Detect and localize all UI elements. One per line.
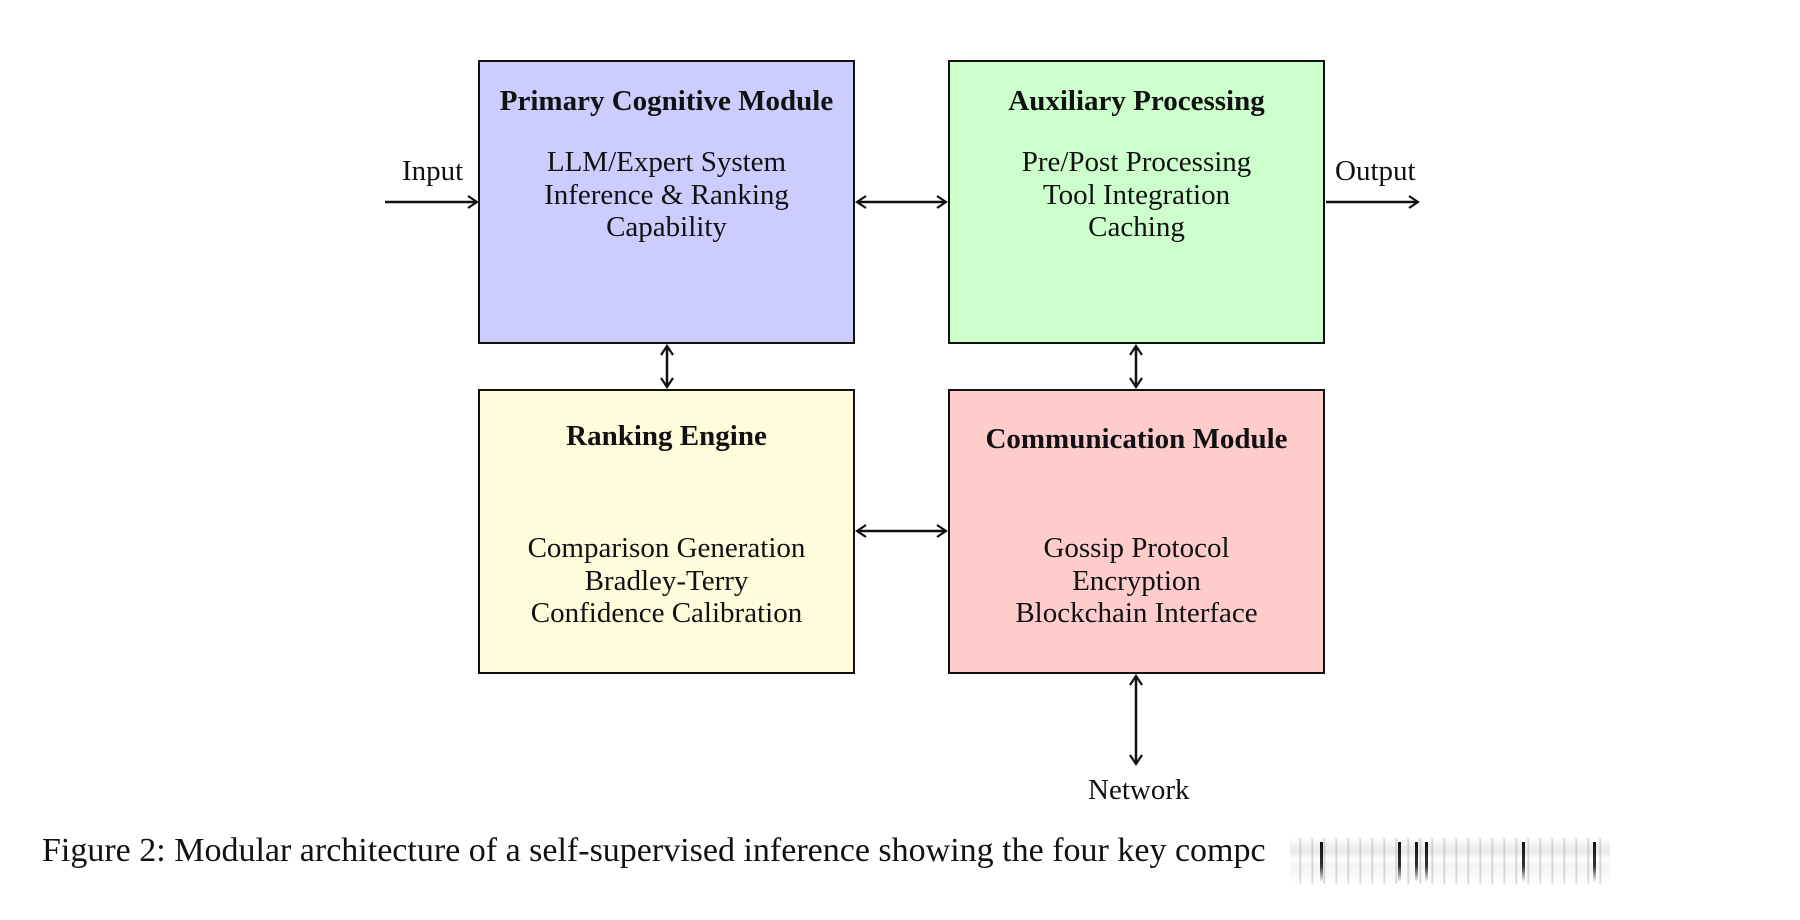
module-line: Confidence Calibration (530, 597, 803, 629)
caption-obscured-artifact (1290, 838, 1610, 884)
module-line: Pre/Post Processing (1021, 146, 1252, 178)
module-line: Inference & Ranking (544, 178, 789, 211)
ranking-engine-box: Ranking Engine Comparison Generation Bra… (478, 389, 855, 674)
module-title: Auxiliary Processing (1008, 85, 1265, 117)
module-body: Pre/Post Processing Tool Integration Cac… (950, 146, 1323, 244)
module-line: Blockchain Interface (1015, 597, 1258, 629)
module-title: Communication Module (985, 423, 1288, 455)
figure-caption: Figure 2: Modular architecture of a self… (42, 832, 1266, 869)
module-line: Comparison Generation (527, 532, 806, 564)
module-body: Comparison Generation Bradley-Terry Conf… (480, 532, 853, 630)
module-line: Encryption (1072, 564, 1201, 597)
module-line: Gossip Protocol (1043, 532, 1230, 564)
input-label: Input (402, 155, 464, 187)
module-line: Capability (606, 211, 727, 243)
module-line: Tool Integration (1042, 178, 1231, 211)
module-title: Primary Cognitive Module (499, 85, 834, 117)
module-line: LLM/Expert System (546, 146, 787, 178)
network-label: Network (1088, 774, 1190, 806)
output-label: Output (1335, 155, 1416, 187)
primary-cognitive-module-box: Primary Cognitive Module LLM/Expert Syst… (478, 60, 855, 344)
module-line: Caching (1088, 211, 1185, 243)
module-line: Bradley-Terry (584, 564, 749, 597)
auxiliary-processing-box: Auxiliary Processing Pre/Post Processing… (948, 60, 1325, 344)
module-title: Ranking Engine (566, 420, 767, 452)
communication-module-box: Communication Module Gossip Protocol Enc… (948, 389, 1325, 674)
module-body: LLM/Expert System Inference & Ranking Ca… (480, 146, 853, 244)
module-body: Gossip Protocol Encryption Blockchain In… (950, 532, 1323, 630)
